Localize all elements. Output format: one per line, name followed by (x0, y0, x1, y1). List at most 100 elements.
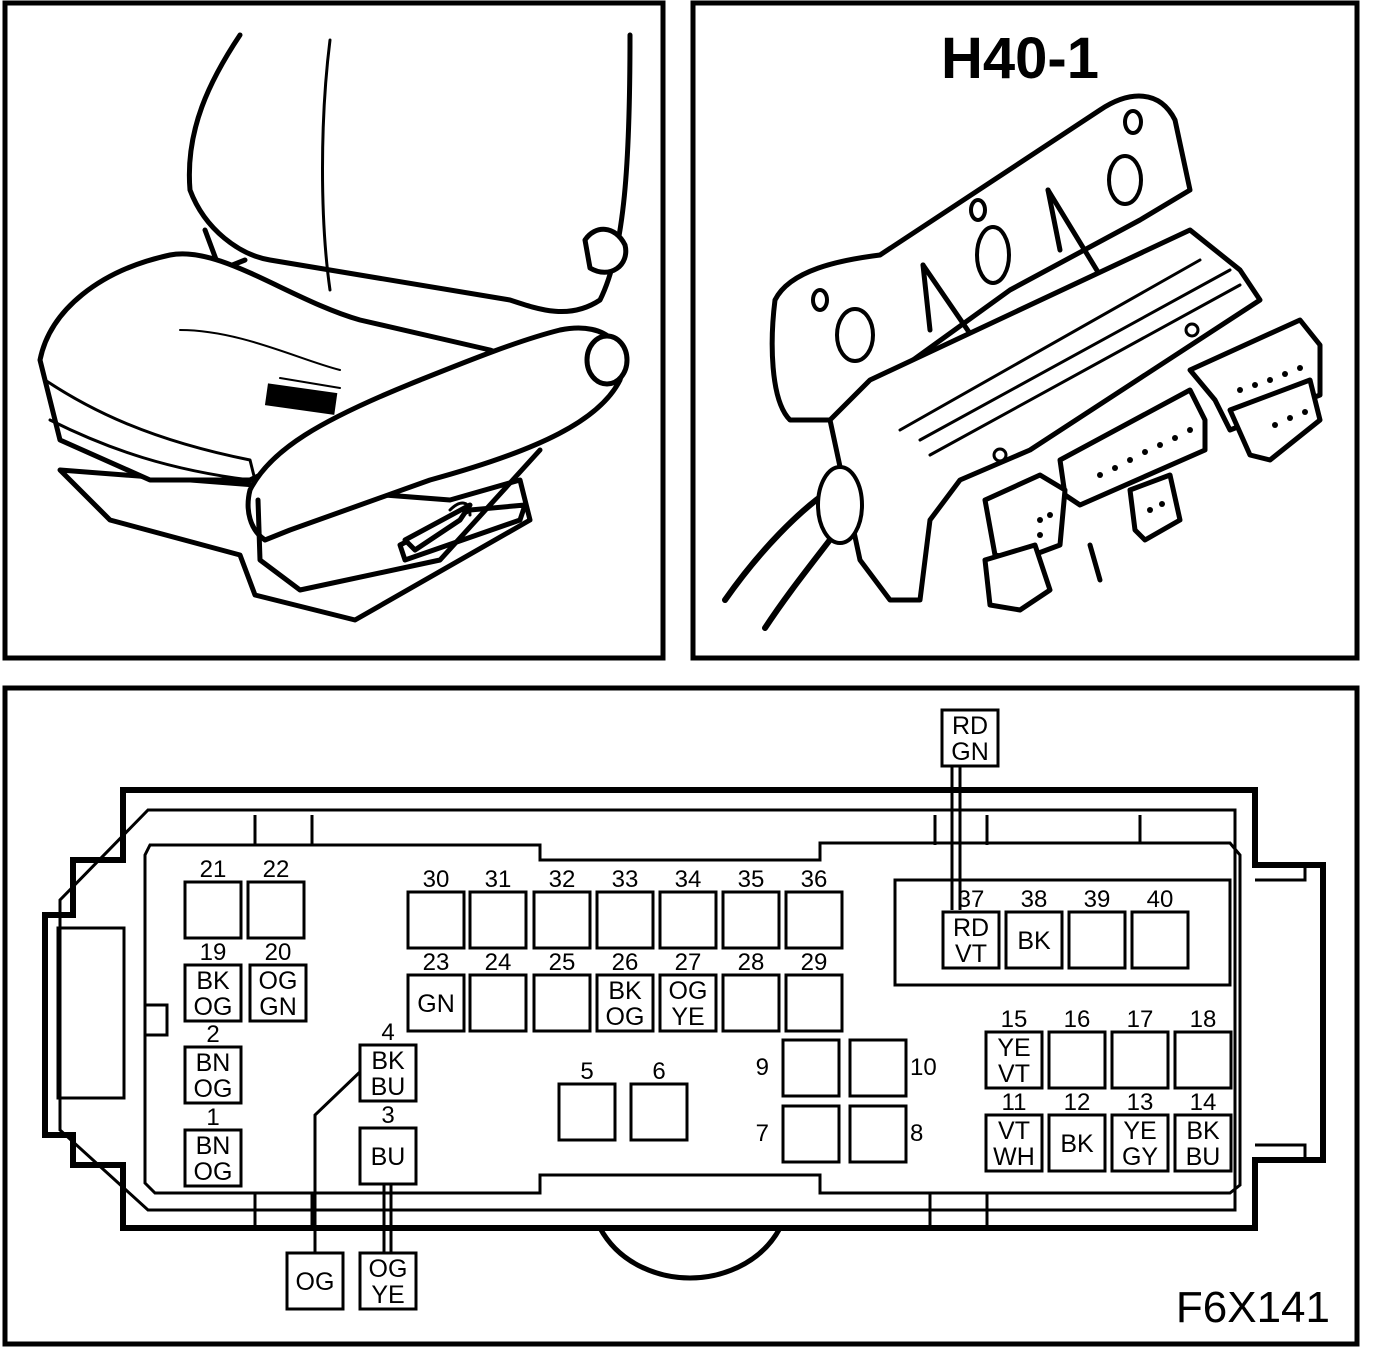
pin-box (784, 890, 844, 950)
pin-box (183, 880, 243, 940)
pin-color: BK (1186, 1117, 1220, 1145)
pin-number: 29 (801, 949, 828, 976)
pin-number: 16 (1064, 1006, 1091, 1033)
pin-color: BK (608, 977, 642, 1005)
pin-box (1047, 1113, 1107, 1173)
wire-callout-color: OG (369, 1255, 408, 1283)
pin-color: OG (606, 1003, 645, 1031)
pinout-panel (2, 685, 1360, 1347)
pin-number: 21 (200, 856, 227, 883)
pin-number: 30 (423, 866, 450, 893)
pin-box (984, 1030, 1044, 1090)
pin-box (781, 1104, 841, 1164)
pin-color: BN (196, 1049, 231, 1077)
pin-color: VT (955, 940, 987, 968)
pin-cavity-7: 7 (756, 1104, 841, 1164)
pin-cavity-18: 18 (1173, 1006, 1233, 1090)
pin-number: 39 (1084, 886, 1111, 913)
pin-number: 33 (612, 866, 639, 893)
pin-box (658, 973, 718, 1033)
pin-box (721, 973, 781, 1033)
pin-number: 14 (1190, 1089, 1217, 1116)
pin-color: OG (669, 977, 708, 1005)
pin-box (595, 890, 655, 950)
wire-callout-color: GN (951, 738, 989, 766)
pin-cavity-21: 21 (183, 856, 243, 940)
pin-box (246, 880, 306, 940)
pin-color: OG (259, 967, 298, 995)
pin-number: 5 (580, 1058, 593, 1085)
pin-box (658, 890, 718, 950)
pin-number: 8 (910, 1120, 923, 1147)
pin-color: OG (194, 1158, 233, 1186)
pin-cavity-30: 30 (406, 866, 466, 950)
connector-housing (42, 765, 1326, 1281)
pin-box (848, 1038, 908, 1098)
pin-color: BU (371, 1143, 406, 1171)
connector-location-panel (690, 0, 1360, 661)
pin-number: 3 (381, 1102, 394, 1129)
pin-cavity-25: 25 (532, 949, 592, 1033)
pin-box (183, 1128, 243, 1188)
pin-color: BU (1186, 1143, 1221, 1171)
pin-box (721, 890, 781, 950)
pin-box (532, 890, 592, 950)
pin-number: 19 (200, 939, 227, 966)
pin-number: 11 (1002, 1089, 1027, 1116)
pin-color: YE (671, 1003, 704, 1031)
seat-illustration (37, 32, 633, 623)
pin-number: 13 (1127, 1089, 1154, 1116)
pin-cavity-28: 28 (721, 949, 781, 1033)
pin-color: RD (953, 914, 989, 942)
pin-box (984, 1113, 1044, 1173)
pin-box (183, 1045, 243, 1105)
seat-panel (2, 0, 666, 661)
connector-illustration (722, 93, 1323, 631)
pin-number: 17 (1127, 1006, 1154, 1033)
pin-color: GN (259, 993, 297, 1021)
pin-box (406, 890, 466, 950)
pin-number: 25 (549, 949, 576, 976)
pin-box (358, 1043, 418, 1103)
pin-color: VT (998, 1117, 1030, 1145)
pin-number: 23 (423, 949, 450, 976)
pin-box (941, 910, 1001, 970)
pin-cavity-33: 33 (595, 866, 655, 950)
pin-box (781, 1038, 841, 1098)
pin-color: BU (371, 1073, 406, 1101)
pin-cavity-40: 40 (1130, 886, 1190, 970)
pin-cavity-31: 31 (468, 866, 528, 950)
pin-number: 20 (265, 939, 292, 966)
pin-box (1110, 1113, 1170, 1173)
pin-number: 22 (263, 856, 290, 883)
pin-number: 38 (1021, 886, 1048, 913)
pin-cavity-35: 35 (721, 866, 781, 950)
pin-color: YE (997, 1034, 1030, 1062)
pin-color: GN (417, 990, 455, 1018)
pin-number: 37 (958, 886, 985, 913)
wire-callout-box (940, 708, 1000, 768)
pin-number: 36 (801, 866, 828, 893)
pin-cavity-17: 17 (1110, 1006, 1170, 1090)
pin-box (784, 973, 844, 1033)
pin-cavity-9: 9 (756, 1038, 841, 1098)
pin-number: 7 (756, 1120, 769, 1147)
pin-number: 2 (206, 1021, 219, 1048)
pin-box (406, 973, 466, 1033)
